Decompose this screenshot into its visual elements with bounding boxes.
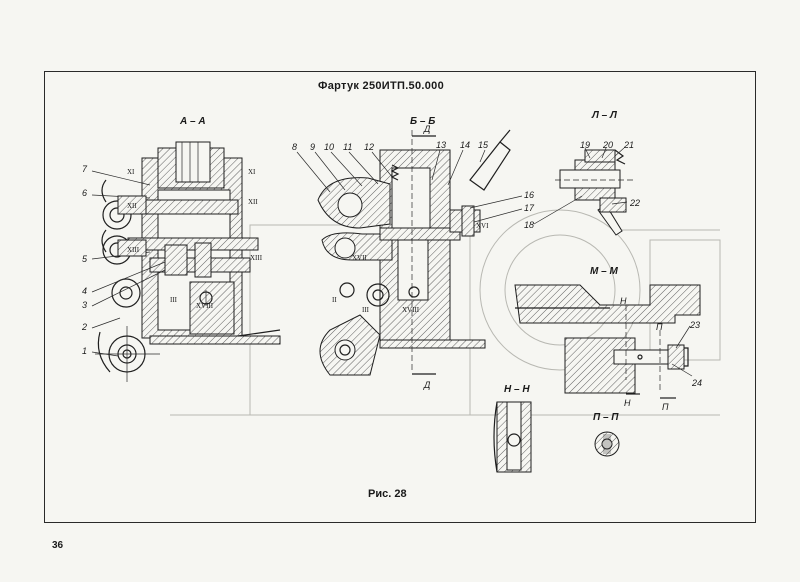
page-number: 36: [52, 540, 64, 551]
drawing-title: Фартук 250ИТП.50.000: [318, 80, 445, 92]
callout-1: 1: [82, 346, 88, 356]
roman-xi-left: XI: [127, 168, 135, 176]
callout-12: 12: [364, 142, 375, 152]
callout-19: 19: [580, 140, 591, 150]
cut-mark-p: П: [656, 322, 663, 332]
callout-9: 9: [310, 142, 316, 152]
roman-xiii-right: XIII: [250, 254, 263, 262]
callout-11: 11: [343, 142, 353, 152]
section-bb-view: [296, 129, 523, 376]
callout-8: 8: [292, 142, 298, 152]
callout-23: 23: [690, 320, 701, 330]
roman-xvii: XVII: [352, 254, 367, 262]
drawing-frame: [44, 71, 756, 523]
callout-5: 5: [82, 254, 88, 264]
callout-7: 7: [82, 164, 88, 174]
callout-4: 4: [82, 286, 88, 296]
callout-14: 14: [460, 140, 471, 150]
roman-xii-left: XII: [127, 202, 137, 210]
section-label-aa: А – А: [180, 116, 206, 127]
callout-20: 20: [603, 140, 614, 150]
section-pp-view: [594, 431, 620, 457]
cut-mark-p2: П: [662, 402, 669, 412]
section-label-pp: П – П: [593, 412, 619, 423]
roman-iii-bb: III: [362, 306, 369, 314]
roman-xii-right: XII: [248, 198, 258, 206]
background-ghost: [170, 209, 721, 416]
roman-iii-aa: III: [170, 296, 177, 304]
section-label-nn: Н – Н: [504, 384, 530, 395]
roman-ii: II: [332, 296, 337, 304]
cut-mark-n2: Н: [624, 398, 631, 408]
callout-2: 2: [82, 322, 88, 332]
callout-13: 13: [436, 140, 447, 150]
roman-xvi: XVI: [476, 222, 489, 230]
callout-17: 17: [524, 203, 535, 213]
roman-xviii-bb: XVIII: [402, 306, 420, 314]
section-label-ll: Л – Л: [592, 110, 617, 121]
section-ll-view: [533, 147, 635, 236]
callout-3: 3: [82, 300, 88, 310]
section-label-bb: Б – Б: [410, 116, 436, 127]
callout-22: 22: [630, 198, 641, 208]
figure-caption: Рис. 28: [368, 488, 407, 500]
section-aa-view: [91, 141, 281, 382]
roman-xviii-aa: XVIII: [196, 302, 214, 310]
callout-6: 6: [82, 188, 88, 198]
section-label-mm: М – М: [590, 266, 618, 277]
roman-xiii-left: XIII: [127, 246, 140, 254]
callout-18: 18: [524, 220, 535, 230]
roman-xi-right: XI: [248, 168, 256, 176]
section-nn-view: [493, 401, 532, 473]
callout-24: 24: [692, 378, 703, 388]
callout-16: 16: [524, 190, 535, 200]
cut-mark-d-bottom: Д: [424, 380, 431, 390]
cut-mark-n: Н: [620, 296, 627, 306]
callout-15: 15: [478, 140, 489, 150]
callout-10: 10: [324, 142, 335, 152]
callout-21: 21: [624, 140, 635, 150]
cut-mark-d-top: Д: [424, 124, 431, 134]
section-mm-view: [514, 284, 701, 399]
